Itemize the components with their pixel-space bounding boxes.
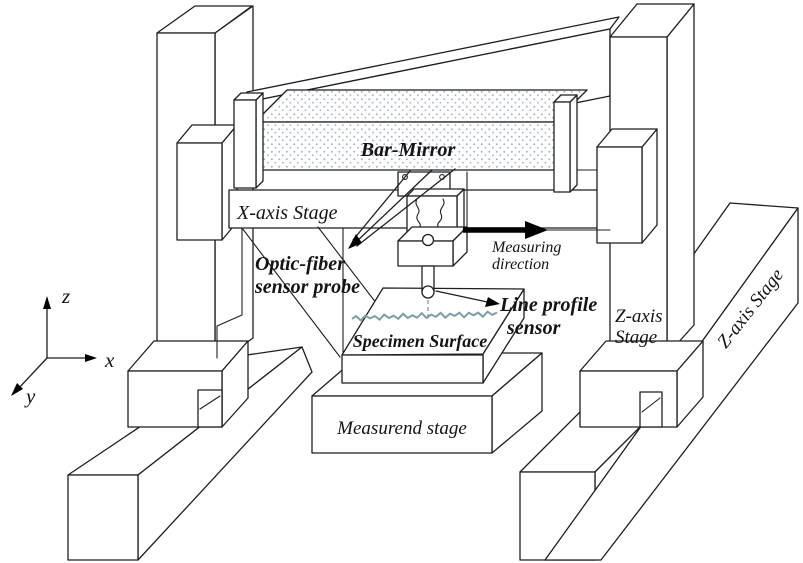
svg-text:Line profile: Line profile bbox=[499, 294, 597, 316]
gantry-frame-legs bbox=[216, 226, 384, 359]
left-mirror-clamp bbox=[233, 92, 264, 189]
axis-x-label: x bbox=[104, 348, 115, 372]
left-carriage bbox=[127, 340, 249, 428]
probe-tip bbox=[421, 285, 435, 299]
specimen-block: Specimen Surface bbox=[341, 287, 525, 384]
z-axis-arrowhead bbox=[43, 296, 51, 309]
measuring-direction-arrow bbox=[462, 221, 611, 239]
right-mirror-clamp bbox=[553, 94, 578, 193]
right-slider-block bbox=[596, 128, 658, 244]
measurend-stage-label: Measurend stage bbox=[336, 418, 467, 439]
optic-fiber-fan-arrows bbox=[348, 168, 456, 249]
svg-text:direction: direction bbox=[492, 256, 549, 273]
sensor-assembly bbox=[397, 171, 468, 318]
coordinate-axes: z x y bbox=[11, 284, 115, 408]
x-axis-arrowhead bbox=[85, 354, 97, 362]
svg-text:Stage: Stage bbox=[615, 327, 657, 348]
surface-profile-trace bbox=[351, 310, 498, 322]
right-carriage bbox=[579, 340, 704, 428]
svg-text:Measuring: Measuring bbox=[491, 239, 561, 256]
fan-arrowhead bbox=[348, 234, 362, 249]
axis-z-label: z bbox=[61, 284, 70, 308]
bar-mirror-label: Bar-Mirror bbox=[360, 139, 456, 161]
x-axis-stage-label: X-axis Stage bbox=[236, 202, 338, 224]
line-profile-sensor-label: Line profile sensor bbox=[499, 294, 597, 339]
measuring-direction-label: Measuring direction bbox=[491, 239, 561, 273]
specimen-surface-label: Specimen Surface bbox=[353, 331, 488, 351]
left-slider-block bbox=[176, 124, 238, 241]
line-profile-arrow bbox=[435, 290, 500, 307]
svg-text:sensor probe: sensor probe bbox=[254, 276, 360, 298]
bar-mirror: Bar-Mirror bbox=[254, 89, 588, 171]
y-axis-arrowhead bbox=[11, 383, 23, 396]
fiber-connector bbox=[421, 233, 435, 247]
svg-text:Optic-fiber: Optic-fiber bbox=[255, 253, 345, 275]
z-axis-column-label: Z-axis Stage bbox=[615, 306, 663, 348]
axis-y-label: y bbox=[24, 384, 36, 408]
optic-fiber-sensor-probe-label: Optic-fiber sensor probe bbox=[254, 253, 360, 298]
svg-text:Z-axis: Z-axis bbox=[615, 306, 663, 327]
svg-text:sensor: sensor bbox=[506, 317, 561, 339]
